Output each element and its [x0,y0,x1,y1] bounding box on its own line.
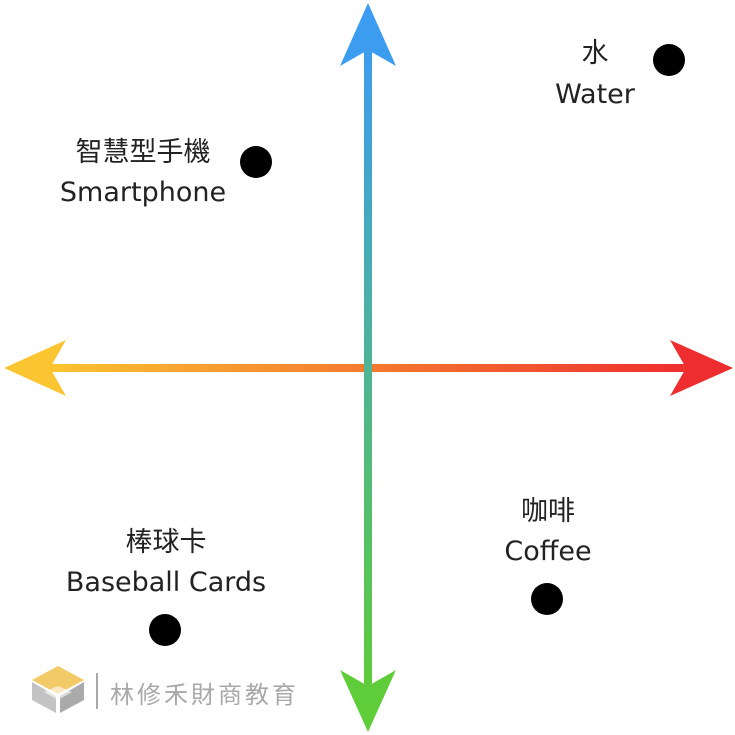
item-smartphone-en: Smartphone [60,177,226,208]
vertical-axis-line [364,44,372,692]
item-coffee-cn: 咖啡 [521,496,575,527]
item-coffee-en: Coffee [504,536,591,567]
item-smartphone: 智慧型手機 Smartphone [60,137,272,208]
right-arrow-head [670,340,733,396]
item-smartphone-dot [240,146,272,178]
item-water-cn: 水 [582,38,609,69]
item-water-dot [653,44,685,76]
item-smartphone-cn: 智慧型手機 [76,137,211,168]
m-logo-icon [32,666,84,713]
item-coffee: 咖啡 Coffee [504,496,592,615]
item-baseball-cards-cn: 棒球卡 [126,527,207,558]
brand-divider [96,673,98,709]
item-baseball-cards-dot [149,614,181,646]
item-coffee-dot [531,583,563,615]
brand-name: 林修禾財商教育 [110,681,299,709]
item-water: 水 Water [555,38,685,110]
left-arrow-head [4,340,66,396]
bottom-arrow-head [340,670,396,732]
brand-watermark: 林修禾財商教育 [32,666,299,713]
vertical-axis [340,3,396,732]
top-arrow-head [340,3,396,66]
item-baseball-cards-en: Baseball Cards [66,567,266,598]
item-baseball-cards: 棒球卡 Baseball Cards [66,527,266,646]
item-water-en: Water [555,79,636,110]
